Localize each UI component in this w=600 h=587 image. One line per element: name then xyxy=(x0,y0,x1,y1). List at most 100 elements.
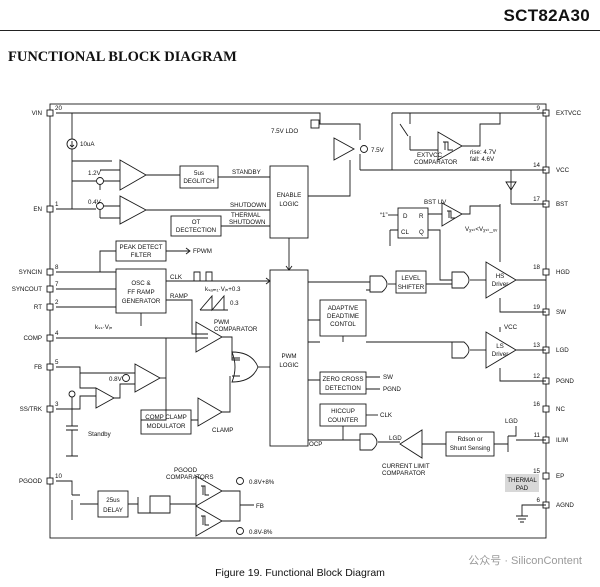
and-gate-ocp xyxy=(359,433,378,451)
pgood-or-gate xyxy=(149,495,171,514)
pin-name-label: SYNCOUT xyxy=(12,286,42,293)
extvcc-section: EXTVCC COMPARATOR rise: 4.7V fall: 4.6V xyxy=(391,112,546,204)
levelshift-text-1: LEVEL xyxy=(401,275,421,282)
hiccup-text-1: HICCUP xyxy=(331,408,355,415)
pin-number-label: 5 xyxy=(55,359,59,366)
osc-section: PEAK DETECT FILTER FPWM OSC & FF RAMP GE… xyxy=(56,240,271,335)
dff-r: R xyxy=(419,213,424,220)
osc-text-3: GENERATOR xyxy=(122,298,161,305)
pin-number-label: 3 xyxy=(55,401,59,408)
compclamp-text-1: COMP CLAMP xyxy=(145,414,187,421)
clock-waveform xyxy=(193,271,213,281)
pin-name-label: NC xyxy=(556,406,565,413)
pin-name-label: HGD xyxy=(556,269,570,276)
v08p-label: 0.8V+8% xyxy=(249,479,275,486)
thermalpad-text-1: THERMAL xyxy=(507,477,537,484)
dff-d: D xyxy=(403,213,408,220)
enable-text-1: ENABLE xyxy=(277,192,301,199)
shutdown-label: SHUTDOWN xyxy=(230,202,266,209)
level-shifter-block xyxy=(395,270,427,294)
and-gate-hs-2 xyxy=(451,271,470,289)
error-amp-section: 0.8V xyxy=(56,363,166,410)
cl-comp-label-2: COMPARATOR xyxy=(382,470,426,477)
lgd-cl-label: LGD xyxy=(389,435,402,442)
hs-driver xyxy=(485,261,517,299)
ss-current-source xyxy=(68,390,76,398)
pwm-comp-label-1: PWM xyxy=(214,319,229,326)
right-pin-column: EXTVCC9VCC14BST17HGD18SW19LGD13PGND12NC1… xyxy=(533,105,582,509)
pin-number-label: 20 xyxy=(55,105,62,112)
d-flip-flop xyxy=(397,207,429,239)
pin-vin: VIN 20 xyxy=(32,105,63,117)
gate-drivers: LEVEL SHIFTER HS Driver LS Driver VCC xyxy=(369,204,546,382)
en-comparator-04v xyxy=(119,195,147,225)
deadtime-text-3: CONTOL xyxy=(330,321,356,328)
cl-comp-label-1: CURRENT LIMIT xyxy=(382,463,430,470)
pin-number-label: 1 xyxy=(55,201,59,208)
and-gate-hs-1 xyxy=(369,275,388,293)
error-amplifier xyxy=(134,363,161,393)
or-gate xyxy=(231,351,259,383)
extvcc-comp-label-2: COMPARATOR xyxy=(414,159,458,166)
pin-name-label: RT xyxy=(34,304,42,311)
zero-cross-section: ZERO CROSS DETECTION SW PGND xyxy=(319,371,401,395)
pgood-comp-label-2: COMPARATORS xyxy=(166,474,213,481)
thermalpad-text-2: PAD xyxy=(516,485,529,492)
ramp-eq-label: kₛₐₘ₁·Vᵢₙ+0.3 xyxy=(205,286,241,293)
pin-name-label: EN xyxy=(33,206,42,213)
ldo-label: 7.5V LDO xyxy=(271,128,298,135)
delay-text-1: 25us xyxy=(106,497,119,504)
compclamp-text-2: MODULATOR xyxy=(147,423,186,430)
v04-label: 0.4V xyxy=(88,199,102,206)
pin-name-label: ILIM xyxy=(556,437,568,444)
peak-text-1: PEAK DETECT xyxy=(120,244,163,251)
pin-en: EN 1 xyxy=(33,201,59,213)
uvlo-comparator-12v xyxy=(119,159,147,191)
pin-number-label: 6 xyxy=(537,497,541,504)
pin-name-label: AGND xyxy=(556,502,574,509)
pin-number-label: 10 xyxy=(55,473,62,480)
pin-number-label: 18 xyxy=(533,264,540,271)
pwm-logic-block xyxy=(269,269,309,447)
lsdriver-text-1: LS xyxy=(496,343,504,350)
hiccup-section: HICCUP COUNTER CLK OCP xyxy=(308,403,393,448)
extvcc-comparator xyxy=(437,131,463,161)
zc-sw-label: SW xyxy=(383,374,393,381)
pin-name-label: PGND xyxy=(556,378,574,385)
zero-cross-block xyxy=(319,371,367,395)
comp-clamp-block xyxy=(140,409,192,435)
clk-label: CLK xyxy=(170,274,183,281)
pin-number-label: 9 xyxy=(537,105,541,112)
section-title: FUNCTIONAL BLOCK DIAGRAM xyxy=(8,49,237,65)
thermal-pad xyxy=(505,474,539,492)
header-rule xyxy=(0,30,600,31)
current-limit-section: LGD Rdson or Shunt Sensing LGD CURRENT L… xyxy=(359,418,546,477)
pgood-section: 25us DELAY PGOOD COMPARATORS FB 0.8V+8% … xyxy=(56,467,275,537)
pin-number-label: 13 xyxy=(533,342,540,349)
peak-text-2: FILTER xyxy=(131,252,152,259)
fall-label: fall: 4.6V xyxy=(470,156,495,163)
pin-agnd: AGND 6 xyxy=(537,497,575,509)
rdson-text-2: Shunt Sensing xyxy=(450,445,491,452)
pin-number-label: 11 xyxy=(534,432,541,439)
pin-number-label: 2 xyxy=(55,299,59,306)
deadtime-text-2: DEADTIME xyxy=(327,313,359,320)
thermal-pad-section: THERMAL PAD xyxy=(505,474,546,523)
vin-en-section: 10uA 1.2V 0.4V 5us DEGLITCH STANDBY SHUT… xyxy=(56,112,351,271)
deadtime-text-1: ADAPTIVE xyxy=(328,305,359,312)
pin-name-label: VIN xyxy=(32,110,42,117)
pin-name-label: VCC xyxy=(556,167,570,174)
osc-text-1: OSC & xyxy=(131,280,151,287)
zc-pgnd-label: PGND xyxy=(383,386,401,393)
zerocross-text-2: DETECTION xyxy=(325,385,361,392)
pgood-comparator-low xyxy=(195,505,223,537)
vcc-ls-label: VCC xyxy=(504,324,518,331)
hiccup-text-2: COUNTER xyxy=(328,417,359,424)
